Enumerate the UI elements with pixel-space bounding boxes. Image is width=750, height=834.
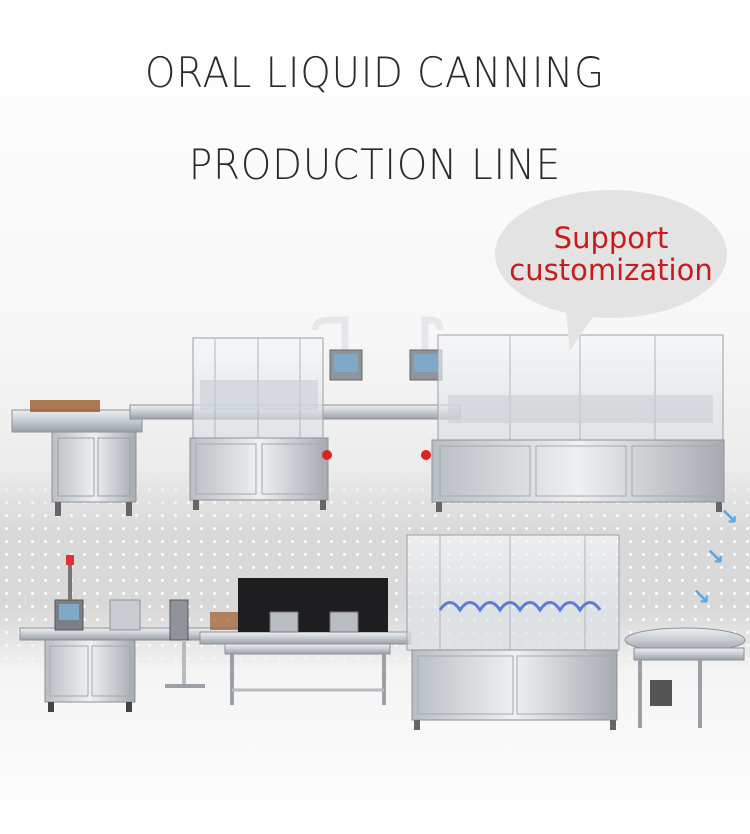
arrow-down-icon: ↘ [692,585,711,610]
page-title-line2: PRODUCTION LINE [188,140,562,189]
arrow-down-icon: ↘ [706,545,725,570]
lower-line [19,534,746,730]
bubble-line1: Support [553,221,669,255]
speech-bubble [495,190,727,318]
arrow-down-icon: ↘ [720,505,739,530]
bubble-line2: customization [509,253,713,287]
page-title-line1: ORAL LIQUID CANNING [145,48,605,97]
speech-bubble-text: Support customization [495,222,727,286]
upper-line [11,316,725,516]
